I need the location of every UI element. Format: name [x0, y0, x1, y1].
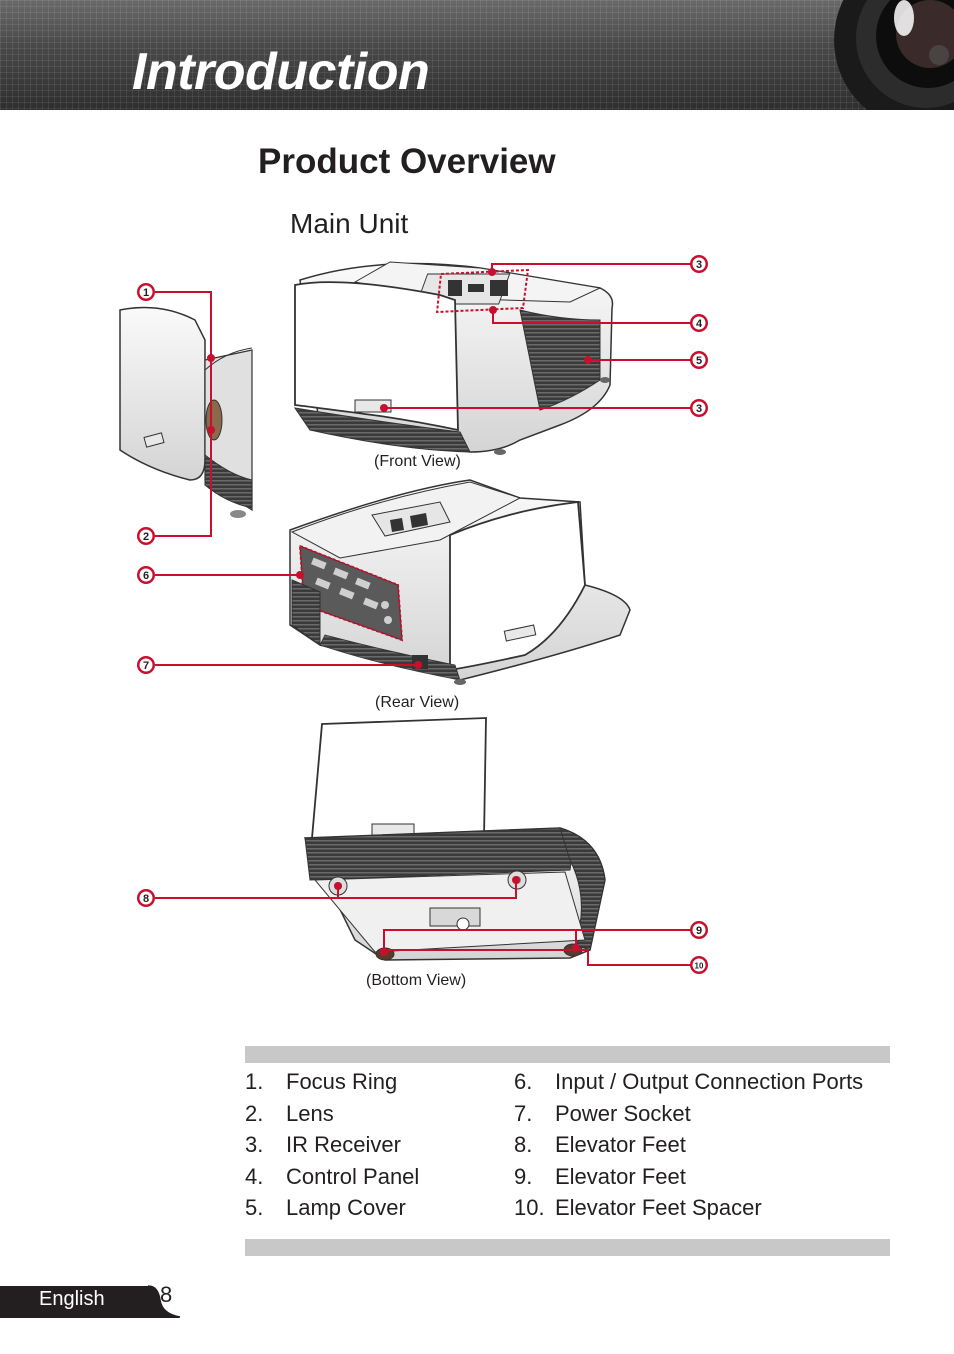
legend-item-number: 8.	[514, 1132, 533, 1157]
legend-top-bar	[245, 1046, 890, 1063]
projector-diagram: 1 2 3 4 5 3 6 7 8 9 10	[119, 255, 708, 974]
legend-item-number: 5.	[245, 1195, 264, 1220]
footer-language: English	[39, 1288, 105, 1310]
callout-2: 2	[137, 527, 155, 545]
legend-item-label: Elevator Feet Spacer	[555, 1195, 762, 1220]
rear-view	[289, 479, 631, 685]
projector-figure: 1 2 3 4 5 3 6 7 8 9 10 (Front View) (Rea…	[0, 240, 954, 1000]
bottom-view	[303, 717, 606, 961]
legend-item-number: 2.	[245, 1100, 264, 1126]
callout-10-label: 10	[695, 962, 704, 971]
callout-lines	[155, 263, 696, 966]
legend-item-number: 9.	[514, 1163, 533, 1189]
callout-1-label: 1	[143, 287, 149, 299]
page-footer: English 8	[0, 1282, 200, 1322]
callout-3b: 3	[690, 399, 708, 417]
callout-8-label: 8	[143, 893, 149, 905]
legend-item-label: Input / Output Connection Ports	[555, 1069, 864, 1094]
legend-item-label: Lens	[286, 1100, 334, 1126]
legend-item-label: Lamp Cover	[286, 1195, 406, 1220]
legend-item-number: 1.	[245, 1069, 264, 1094]
legend-item-number: 3.	[245, 1132, 264, 1157]
callout-7-label: 7	[143, 660, 149, 672]
footer-tab-shape	[0, 1285, 181, 1318]
bottom-view-caption: (Bottom View)	[366, 972, 467, 989]
side-detail-view	[119, 306, 253, 518]
legend-item-label: Elevator Feet	[555, 1132, 686, 1157]
front-view-caption: (Front View)	[374, 453, 461, 470]
rear-view-caption: (Rear View)	[375, 694, 460, 711]
callout-3b-label: 3	[696, 403, 702, 415]
callout-badges: 1 2 3 4 5 3 6 7 8 9 10	[137, 255, 708, 974]
legend-item-label: Focus Ring	[286, 1069, 398, 1094]
callout-6: 6	[137, 566, 155, 584]
callout-3a-label: 3	[696, 259, 702, 271]
callout-3a: 3	[690, 255, 708, 273]
lens-graphic	[834, 0, 954, 110]
callout-2-label: 2	[143, 531, 149, 543]
header-title: Introduction	[132, 43, 430, 101]
legend-item-label: Control Panel	[286, 1163, 420, 1189]
callout-10: 10	[690, 956, 708, 974]
callout-4: 4	[690, 314, 708, 332]
callout-dots	[207, 268, 592, 956]
section-title: Product Overview	[258, 142, 556, 181]
header-grid-texture	[0, 0, 954, 110]
legend-item-number: 4.	[245, 1163, 264, 1189]
header-banner: Introduction	[0, 0, 954, 110]
legend-item-label: Power Socket	[555, 1100, 691, 1126]
callout-1: 1	[137, 283, 155, 301]
legend-bottom-bar	[245, 1239, 890, 1256]
callout-6-label: 6	[143, 570, 149, 582]
subsection-title: Main Unit	[290, 208, 409, 239]
legend-item-label: Elevator Feet	[555, 1163, 686, 1189]
page-number: 8	[160, 1282, 173, 1307]
legend-item-number: 10.	[514, 1195, 545, 1220]
callout-8: 8	[137, 889, 155, 907]
legend-item-label: IR Receiver	[286, 1132, 401, 1157]
callout-9: 9	[690, 921, 708, 939]
callout-5-label: 5	[696, 355, 702, 367]
callout-7: 7	[137, 656, 155, 674]
callout-9-label: 9	[696, 925, 702, 937]
callout-4-label: 4	[696, 318, 703, 330]
parts-legend: 1. Focus Ring 2. Lens 3. IR Receiver 4. Cont…	[245, 1066, 890, 1226]
callout-5: 5	[690, 351, 708, 369]
front-view	[293, 261, 614, 455]
legend-item-number: 7.	[514, 1100, 533, 1126]
legend-item-number: 6.	[514, 1069, 533, 1094]
